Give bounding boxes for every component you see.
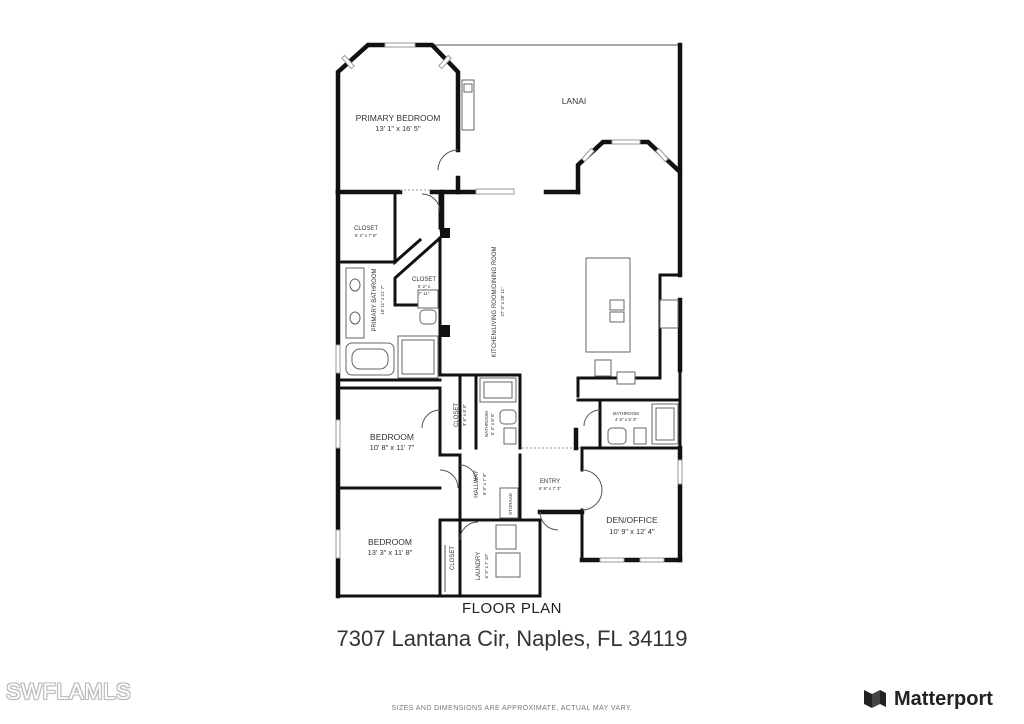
plan-title: FLOOR PLAN (461, 600, 563, 617)
floor-plan-drawing: PRIMARY BEDROOM 13' 1" x 16' 5" LANAI CL… (335, 42, 683, 599)
room-name-bedroom-2: BEDROOM (368, 537, 412, 547)
room-dims-closet-2b: 7' 11" (419, 291, 430, 296)
room-name-laundry: LAUNDRY (476, 552, 482, 581)
room-name-entry: ENTRY (540, 479, 560, 485)
property-address: 7307 Lantana Cir, Naples, FL 34119 (336, 626, 688, 651)
room-dims-closet-2a: 5' 2" x (418, 284, 431, 289)
room-dims-bathroom-1: 5' 3" x 8' 8" (490, 413, 495, 436)
brand-name: Matterport (894, 687, 993, 710)
room-dims-hallway: 6' 9" x 7' 8" (482, 473, 487, 496)
mls-watermark: SWFLAMLS (6, 679, 132, 704)
room-name-bedroom-1: BEDROOM (370, 432, 414, 442)
room-dims-primary-bedroom: 13' 1" x 16' 5" (375, 124, 421, 133)
room-dims-entry: 6' 8" x 7' 3" (539, 486, 562, 491)
room-dims-closet-3: 3' 6" x 8' 8" (462, 404, 467, 427)
room-name-bathroom-1: BATHROOM (484, 411, 489, 437)
dimensions-disclaimer: SIZES AND DIMENSIONS ARE APPROXIMATE, AC… (391, 705, 633, 712)
room-name-hallway: HALLWAY (474, 470, 480, 498)
room-dims-bedroom-2: 13' 3" x 11' 8" (368, 548, 413, 557)
room-dims-bathroom-2: 4' 6" x 5' 0" (615, 417, 638, 422)
room-name-primary-bathroom: PRIMARY BATHROOM (372, 268, 378, 331)
lanai-outline (432, 42, 683, 173)
room-name-closet-3: CLOSET (454, 403, 460, 427)
matterport-brand: Matterport (862, 686, 993, 712)
den-entry-walls (537, 445, 683, 563)
kitchen-bay-walls (575, 139, 683, 373)
room-name-primary-bedroom: PRIMARY BEDROOM (356, 113, 441, 123)
room-dims-den-office: 10' 9" x 12' 4" (609, 527, 655, 536)
room-name-den-office: DEN/OFFICE (606, 515, 658, 525)
room-name-closet-4: CLOSET (450, 546, 456, 570)
room-dims-laundry: 6' 9" x 7' 10" (484, 553, 489, 578)
room-name-kitchen-living: KITCHEN/LIVING ROOM/DINING ROOM (492, 246, 498, 357)
room-name-lanai: LANAI (562, 96, 587, 106)
room-dims-primary-bathroom: 10' 11" x 21' 7" (380, 285, 385, 315)
primary-bath-walls (335, 189, 443, 599)
room-labels: PRIMARY BEDROOM 13' 1" x 16' 5" LANAI CL… (354, 96, 658, 580)
kitchen-fixtures (573, 257, 682, 451)
room-name-bathroom-2: BATHROOM (613, 411, 639, 416)
room-dims-closet-1: 6' 2" x 7' 8" (355, 233, 378, 238)
room-dims-kitchen-living: 27' 0" x 28' 11" (500, 287, 505, 317)
matterport-logo-icon (864, 690, 886, 708)
room-name-storage: STORAGE (508, 493, 513, 515)
bedroom-block-walls (335, 189, 582, 598)
room-dims-bedroom-1: 10' 8" x 11' 7" (370, 443, 415, 452)
room-name-closet-2: CLOSET (412, 277, 436, 283)
room-name-closet-1: CLOSET (354, 226, 378, 232)
